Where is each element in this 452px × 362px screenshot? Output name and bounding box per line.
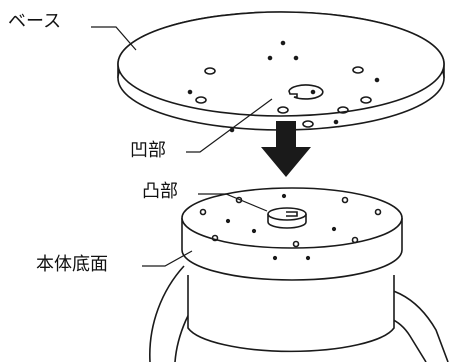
concave-recess xyxy=(288,84,324,100)
body-unit xyxy=(149,187,449,362)
leader-lines xyxy=(91,26,273,267)
down-arrow-icon xyxy=(261,121,311,177)
label-convex: 凸部 xyxy=(142,181,178,202)
base-plate xyxy=(117,11,445,133)
label-concave: 凹部 xyxy=(130,140,166,161)
label-base: ベース xyxy=(8,11,62,32)
label-body-bottom: 本体底面 xyxy=(36,254,108,275)
convex-boss xyxy=(267,207,307,221)
